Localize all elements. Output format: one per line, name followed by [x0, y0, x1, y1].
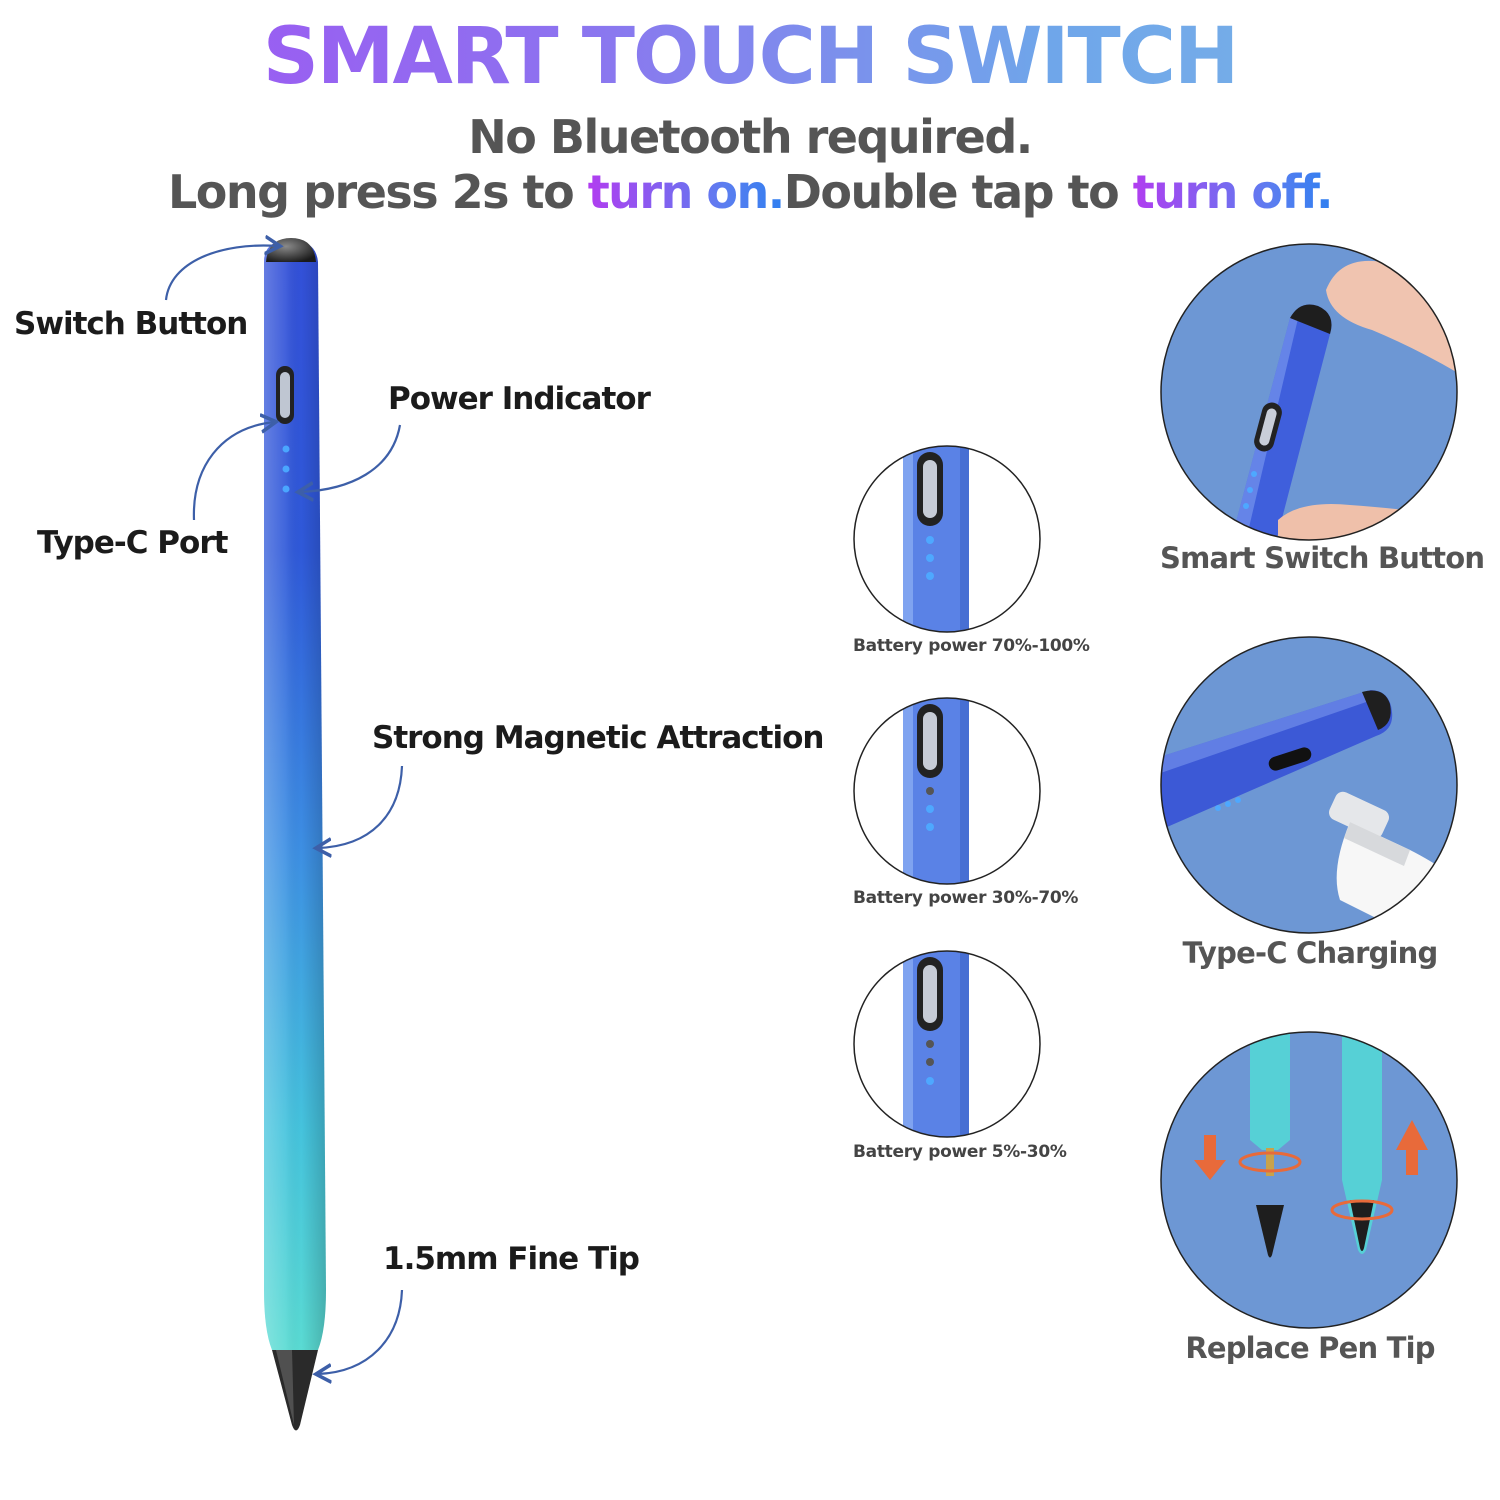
feature-caption-charging: Type-C Charging [1182, 936, 1439, 970]
subtitle-line-2: Long press 2s to turn on.Double tap to t… [0, 165, 1500, 219]
battery-level-1 [853, 445, 1041, 633]
finger-press-icon [1160, 243, 1458, 541]
subtitle-line-1: No Bluetooth required. [468, 110, 1033, 164]
indicator-dot [282, 445, 290, 453]
feature-caption-switch: Smart Switch Button [1160, 541, 1485, 575]
battery-caption-3: Battery power 5%-30% [853, 1142, 1067, 1162]
battery-level-2 [853, 697, 1041, 885]
turn-off-highlight: turn off. [1132, 165, 1334, 219]
fine-tip-label: 1.5mm Fine Tip [383, 1241, 640, 1277]
subtitle-text-2: Double tap to [783, 165, 1133, 219]
indicator-dot [282, 465, 290, 473]
power-indicator-label: Power Indicator [388, 381, 651, 417]
battery-caption-1: Battery power 70%-100% [853, 636, 1090, 656]
headline-title: SMART TOUCH SWITCH [0, 12, 1500, 102]
type-c-port-arrow [192, 422, 274, 521]
battery-level-3 [853, 950, 1041, 1138]
type-c-port-label: Type-C Port [37, 525, 228, 561]
pen-tip-replace-icon [1160, 1031, 1458, 1329]
usb-c-cable-icon [1160, 636, 1458, 934]
fine-tip-arrow [318, 1289, 404, 1374]
magnetic-attraction-label: Strong Magnetic Attraction [372, 720, 824, 756]
subtitle-text-1: Long press 2s to [167, 165, 588, 219]
switch-button-label: Switch Button [14, 306, 248, 342]
turn-on-highlight: turn on. [587, 165, 786, 219]
switch-button-arrow [164, 245, 278, 301]
feature-caption-tip: Replace Pen Tip [1185, 1331, 1435, 1365]
stylus-cap [266, 238, 316, 262]
battery-caption-2: Battery power 30%-70% [853, 888, 1079, 908]
stylus-body [264, 238, 326, 1431]
magnetic-arrow [318, 765, 404, 848]
power-indicator-arrow [300, 424, 402, 492]
indicator-dot [282, 485, 290, 493]
